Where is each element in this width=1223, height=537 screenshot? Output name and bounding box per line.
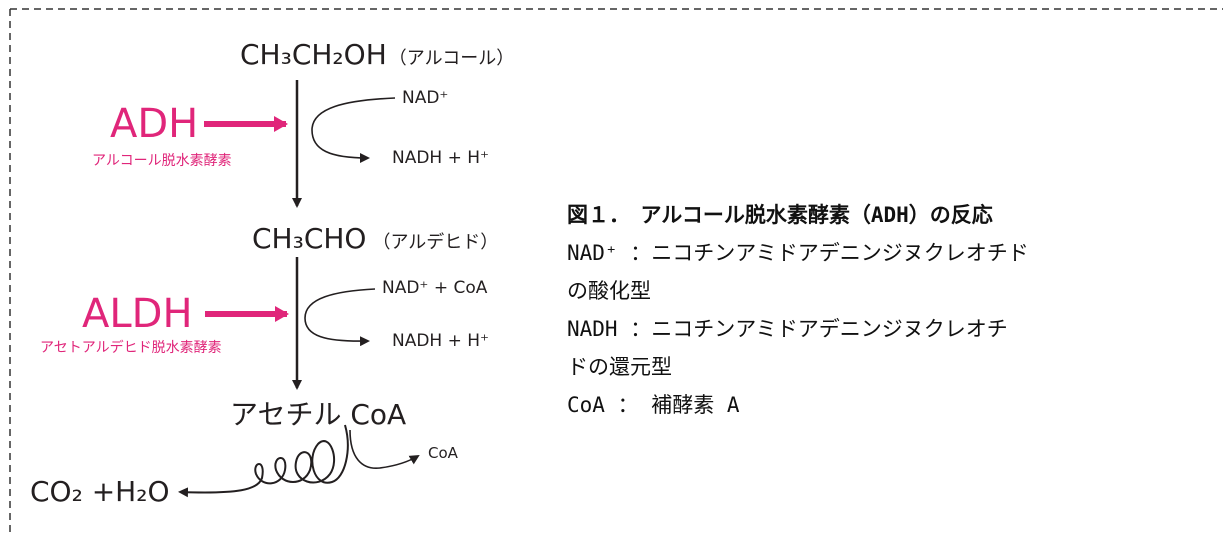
adh-label: ADH xyxy=(110,101,199,147)
caption-line-5: CoA ： 補酵素 A xyxy=(567,393,740,417)
acetaldehyde-note: （アルデヒド） xyxy=(372,232,499,253)
acetaldehyde-formula: CH₃CHO（アルデヒド） xyxy=(252,222,499,255)
ethanol-formula: CH₃CH₂OH（アルコール） xyxy=(240,38,515,71)
figure-caption: 図１． アルコール脱水素酵素（ADH）の反応 NAD⁺ ：ニコチンアミドアデニン… xyxy=(567,196,1029,424)
oxidation-spiral xyxy=(178,424,349,498)
acetyl-coa-label: アセチル CoA xyxy=(230,398,407,431)
step3-output: CoA xyxy=(428,444,458,462)
caption-line-1: NAD⁺ ：ニコチンアミドアデニンジヌクレオチド xyxy=(567,241,1029,265)
caption-title: 図１． アルコール脱水素酵素（ADH）の反応 xyxy=(567,203,993,227)
cofactor-curve-2 xyxy=(304,288,376,347)
aldh-fullname: アセトアルデヒド脱水素酵素 xyxy=(40,340,222,356)
ethanol-note: （アルコール） xyxy=(388,48,515,69)
caption-line-2: の酸化型 xyxy=(567,279,651,303)
coa-release-curve xyxy=(349,429,420,469)
caption-line-3: NADH ：ニコチンアミドアデニンジヌクレオチ xyxy=(567,317,1008,341)
step2-input: NAD⁺ + CoA xyxy=(382,278,488,298)
aldh-label: ALDH xyxy=(82,291,193,337)
products-label: CO₂ +H₂O xyxy=(30,475,170,508)
step1-output: NADH + H⁺ xyxy=(392,148,490,168)
adh-fullname: アルコール脱水素酵素 xyxy=(92,153,232,169)
caption-line-4: ドの還元型 xyxy=(567,355,672,379)
cofactor-curve-1 xyxy=(311,97,396,163)
step1-input: NAD⁺ xyxy=(402,88,449,108)
step2-output: NADH + H⁺ xyxy=(392,331,490,351)
